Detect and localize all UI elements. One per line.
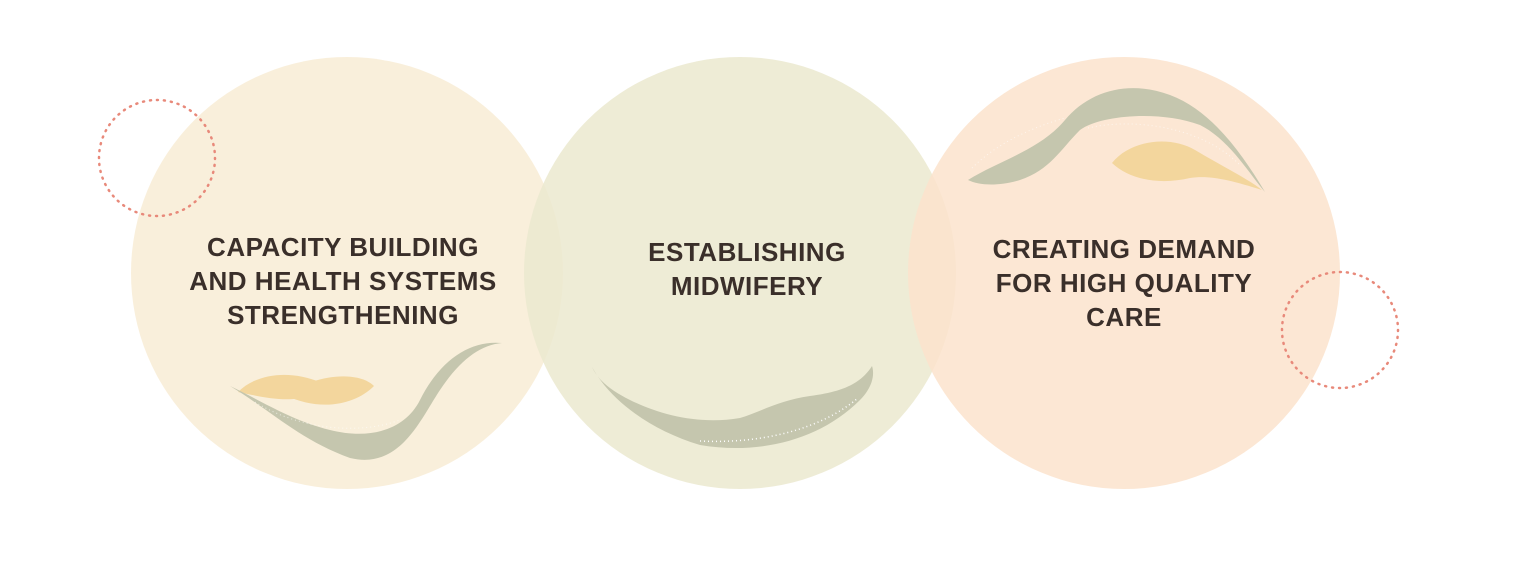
dotted-ring-icon	[1280, 270, 1400, 390]
label-line: AND HEALTH SYSTEMS	[189, 266, 497, 296]
label-line: CARE	[1086, 302, 1162, 332]
leaf-icon	[230, 342, 502, 460]
label-line: STRENGTHENING	[227, 300, 459, 330]
leaf-icon	[968, 88, 1265, 192]
label-capacity-building: CAPACITY BUILDING AND HEALTH SYSTEMS STR…	[163, 230, 523, 332]
label-line: CREATING DEMAND	[992, 234, 1256, 264]
label-line: FOR HIGH QUALITY	[995, 268, 1253, 298]
leaf-icon	[592, 366, 874, 448]
label-creating-demand: CREATING DEMAND FOR HIGH QUALITY CARE	[944, 232, 1304, 334]
label-midwifery: ESTABLISHING MIDWIFERY	[567, 235, 927, 303]
circle-midwifery	[524, 57, 956, 489]
label-line: MIDWIFERY	[670, 271, 824, 301]
label-line: CAPACITY BUILDING	[207, 232, 479, 262]
circle-capacity-building	[131, 57, 563, 489]
label-line: ESTABLISHING	[648, 237, 846, 267]
dotted-ring-icon	[97, 98, 217, 218]
